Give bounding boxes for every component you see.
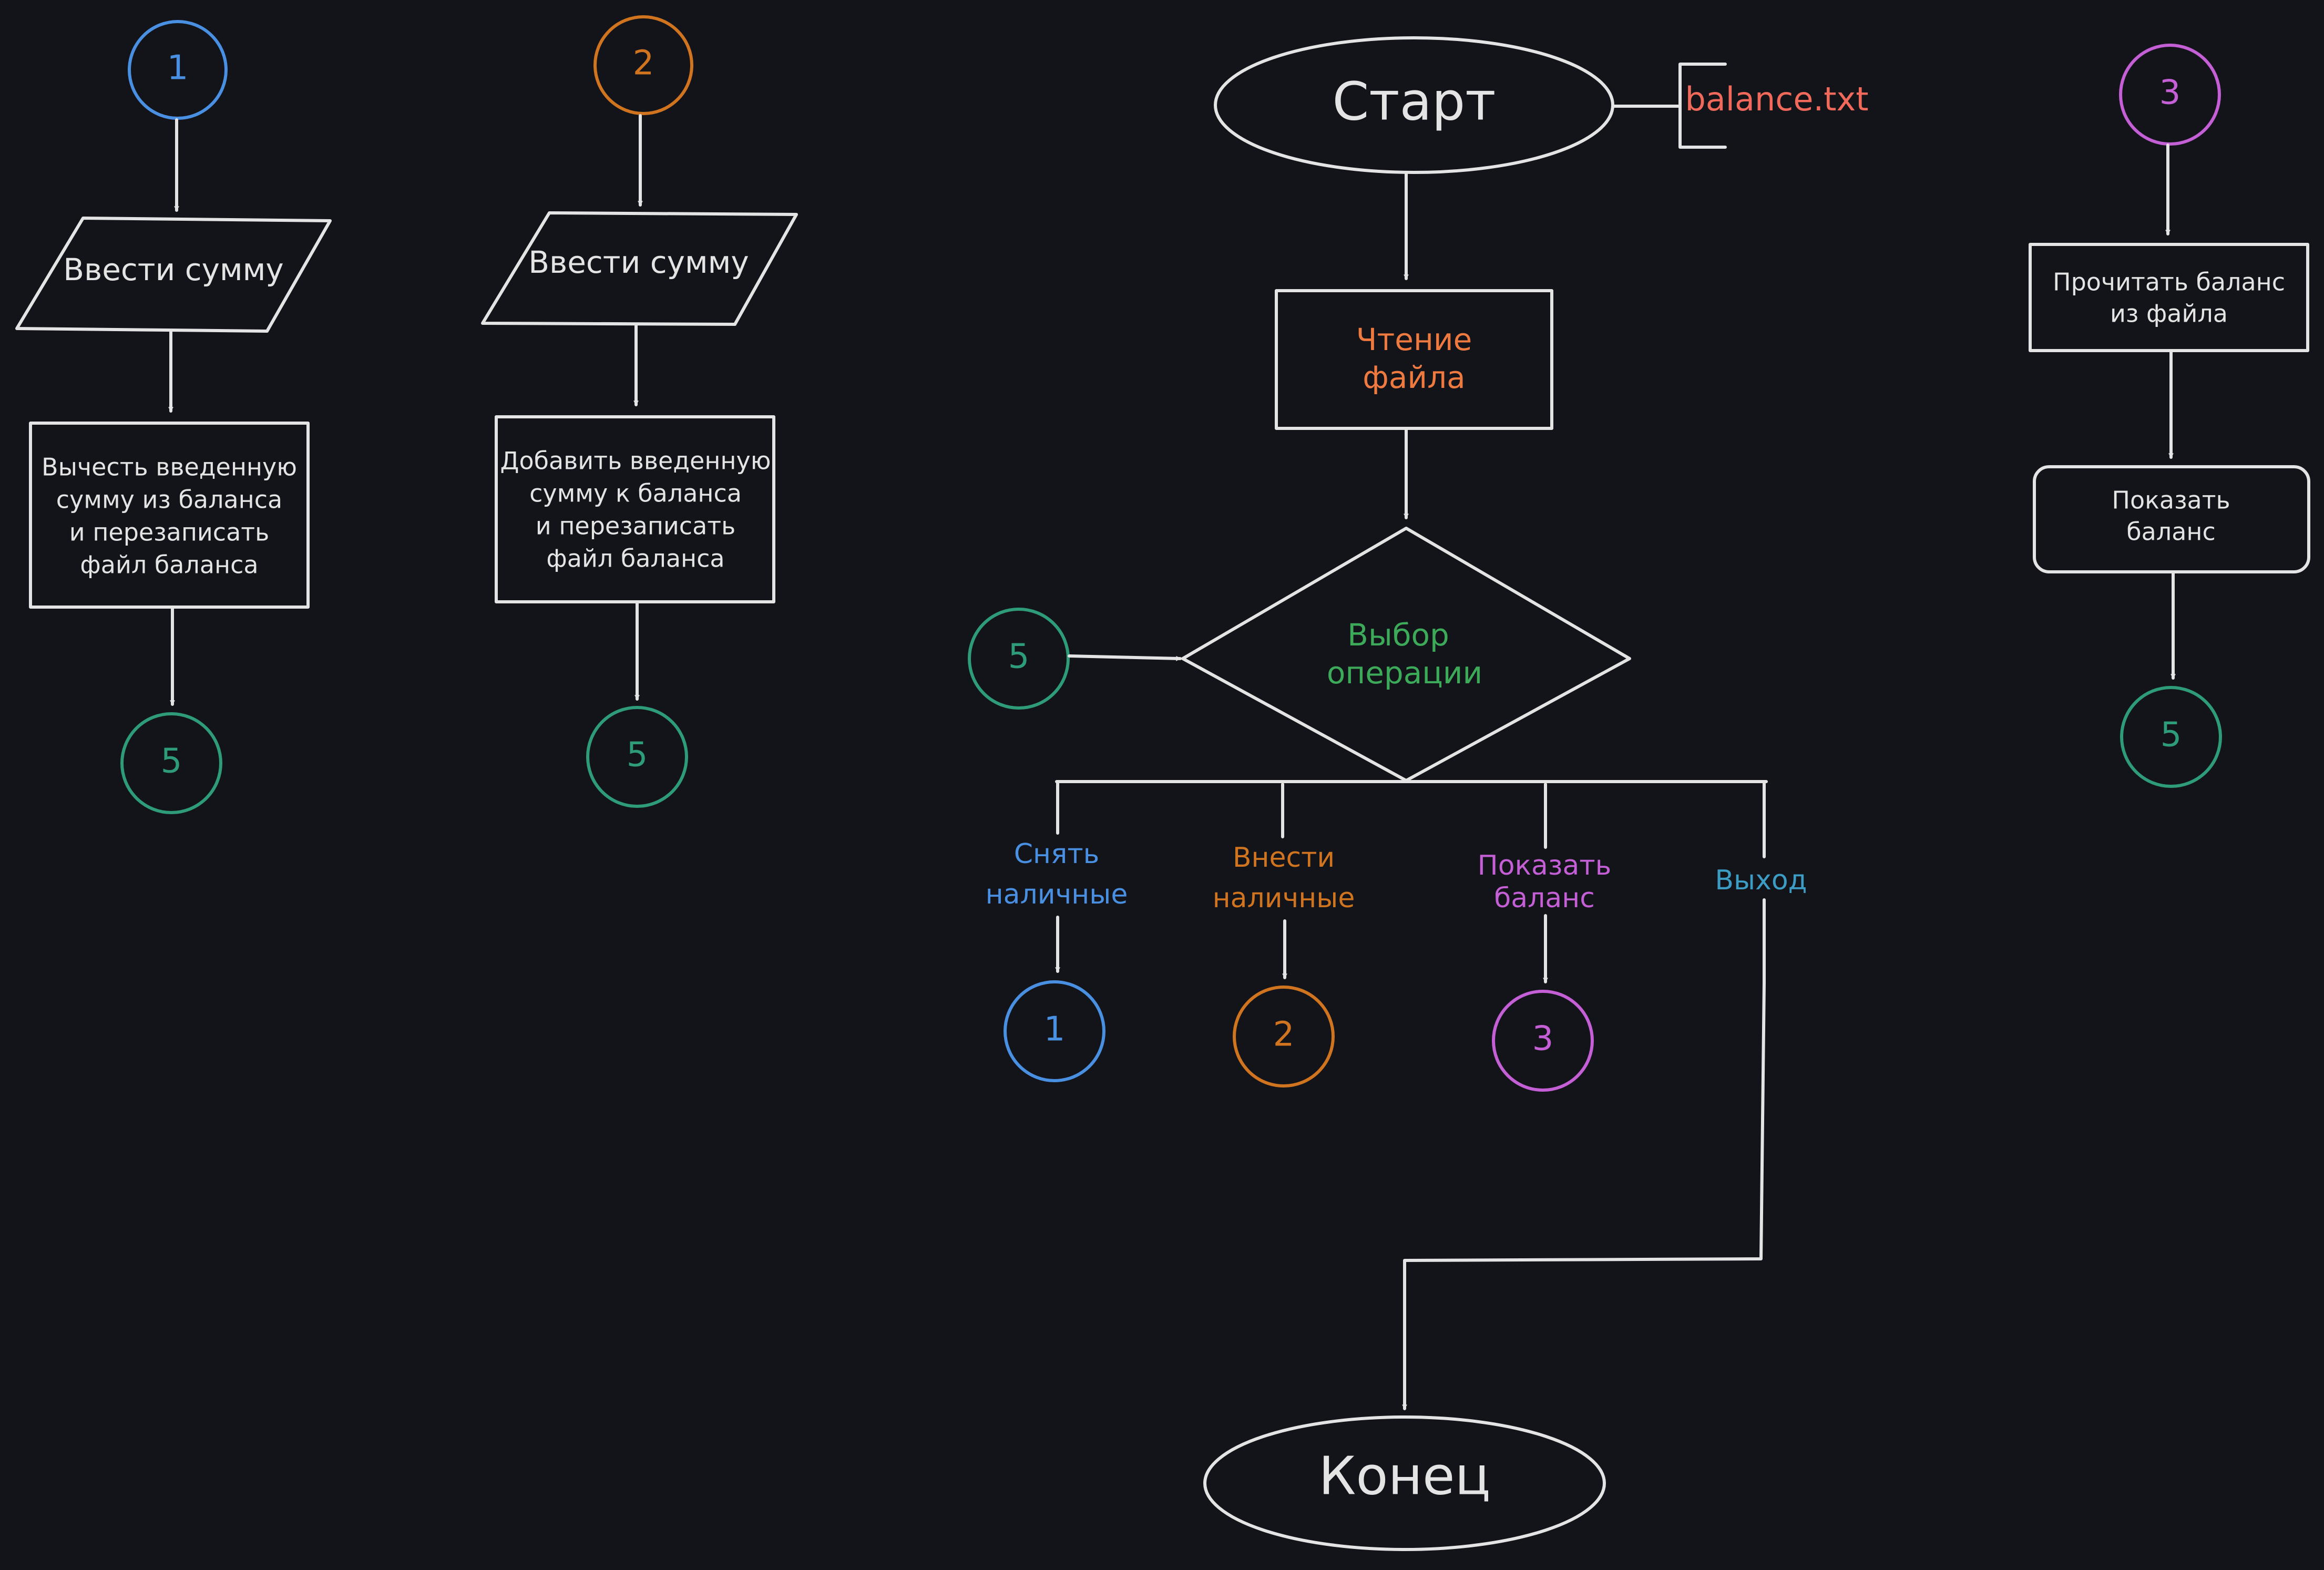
file-annotation-bracket (1678, 63, 1727, 149)
branch-withdraw-line-1: Снять (1014, 838, 1100, 870)
flow-withdraw: 1 Ввести сумму Вычесть введенную сумму и… (15, 20, 332, 814)
process-withdraw[interactable] (29, 422, 310, 609)
branch-deposit-line-2: наличные (1213, 883, 1355, 914)
process-withdraw-line-1: Вычесть введенную (42, 453, 297, 481)
connector-5-flow3[interactable] (2120, 686, 2222, 788)
connector-2-branch[interactable] (1233, 986, 1335, 1087)
input-enter-amount-2[interactable] (481, 211, 798, 326)
terminal-end-label: Конец (1318, 1445, 1490, 1506)
process-read-file[interactable] (1275, 289, 1553, 430)
connector-3-branch-label: 3 (1532, 1020, 1554, 1059)
connector-3-start-label: 3 (2159, 74, 2181, 112)
connector-1-start-label: 1 (167, 49, 189, 88)
connector-5-flow2[interactable] (586, 706, 688, 808)
connector-5-loop[interactable] (968, 608, 1070, 710)
input-enter-amount-1[interactable] (15, 217, 332, 333)
branch-show-line-1: Показать (1478, 850, 1612, 881)
connector-1-start[interactable] (128, 20, 228, 120)
process-withdraw-line-2: сумму из баланса (56, 486, 282, 514)
output-show-balance-line-2: баланс (2126, 518, 2216, 546)
connector-2-start[interactable] (593, 15, 693, 115)
file-name-label: balance.txt (1685, 80, 1868, 118)
input-enter-amount-1-label: Ввести сумму (63, 252, 284, 288)
connector-5-flow1[interactable] (120, 712, 222, 814)
exit-route (1405, 898, 1766, 1410)
process-withdraw-line-3: и перезаписать (69, 518, 269, 547)
decision-choose-operation[interactable] (1181, 527, 1631, 782)
connector-3-branch[interactable] (1492, 990, 1594, 1092)
loop-arrow (1068, 654, 1182, 659)
process-deposit-line-1: Добавить введенную (500, 447, 771, 475)
process-deposit-line-3: и перезаписать (536, 512, 735, 540)
flow-main: Старт balance.txt Чтение файла Выбор опе… (968, 36, 1869, 1551)
connector-5-flow3-label: 5 (2161, 716, 2182, 755)
process-read-file-line-2: файла (1363, 360, 1465, 395)
branch-deposit-line-1: Внести (1233, 842, 1335, 874)
input-enter-amount-2-label: Ввести сумму (528, 244, 749, 280)
process-deposit-line-2: сумму к баланса (529, 479, 742, 508)
connector-5-loop-label: 5 (1008, 638, 1030, 676)
decision-label-line-1: Выбор (1347, 617, 1449, 653)
connector-2-start-label: 2 (633, 44, 654, 83)
process-read-file-line-1: Чтение (1356, 322, 1472, 357)
output-show-balance-line-1: Показать (2112, 486, 2230, 515)
connector-5-flow1-label: 5 (161, 742, 182, 781)
terminal-end[interactable] (1203, 1415, 1606, 1551)
output-show-balance[interactable] (2033, 465, 2310, 573)
process-withdraw-line-4: файл баланса (80, 551, 258, 579)
branch-withdraw-line-2: наличные (986, 879, 1128, 910)
decision-label-line-2: операции (1327, 655, 1482, 691)
process-deposit-line-4: файл баланса (546, 545, 724, 573)
connector-3-start[interactable] (2119, 44, 2221, 146)
process-deposit[interactable] (495, 415, 775, 603)
connector-1-branch[interactable] (1004, 980, 1105, 1082)
flow-deposit: 2 Ввести сумму Добавить введенную сумму … (481, 15, 798, 808)
connector-1-branch-label: 1 (1044, 1010, 1066, 1049)
process-read-balance-line-1: Прочитать баланс (2053, 268, 2285, 296)
process-read-balance-line-2: из файла (2110, 300, 2228, 328)
flow-show-balance: 3 Прочитать баланс из файла Показать бал… (2029, 44, 2310, 788)
connector-5-flow2-label: 5 (627, 736, 648, 775)
branch-show-line-2: баланс (1494, 883, 1595, 914)
connector-2-branch-label: 2 (1273, 1015, 1295, 1054)
process-read-balance[interactable] (2029, 243, 2309, 352)
branch-exit-label: Выход (1715, 865, 1807, 896)
terminal-start-label: Старт (1332, 70, 1496, 132)
